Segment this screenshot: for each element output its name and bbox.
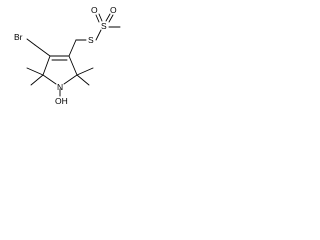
bond-c5-methyl-a	[76, 67, 94, 76]
methyl-groups	[26, 67, 94, 86]
bond-c2-methyl-b	[30, 74, 44, 86]
bond-c3-c2	[42, 55, 51, 76]
atom-label-oh: OH	[55, 96, 68, 106]
bond-s-o-right-1	[108, 14, 114, 23]
pyrroline-ring	[42, 55, 78, 85]
bond-c2-methyl-a	[26, 67, 44, 76]
bond-s-o-right-2	[105, 13, 111, 22]
bond-s-s	[95, 29, 102, 41]
bond-c2-n	[42, 74, 57, 85]
bond-s-o-left-2	[98, 13, 103, 22]
bond-ch2-br	[26, 38, 36, 46]
bond-c4-c5	[68, 55, 78, 76]
atom-label-o-top-right: O	[110, 5, 117, 15]
bond-c4-ch2	[68, 39, 77, 57]
bond-c5-methyl-b	[76, 74, 90, 86]
bond-c5-n	[63, 74, 78, 85]
chemical-structure: Br S S O O N OH	[14, 5, 121, 106]
bond-s-o-left-1	[95, 14, 100, 23]
atom-label-br: Br	[14, 32, 23, 42]
methanethiosulfonate-group	[68, 13, 121, 57]
bromomethyl-group	[26, 38, 51, 57]
atom-label-o-top-left: O	[91, 5, 98, 15]
atom-label-s-sulfonyl: S	[101, 21, 107, 31]
atom-label-n: N	[57, 82, 63, 92]
bond-c3-ch2	[34, 44, 51, 57]
atom-label-s-thio: S	[88, 35, 94, 45]
